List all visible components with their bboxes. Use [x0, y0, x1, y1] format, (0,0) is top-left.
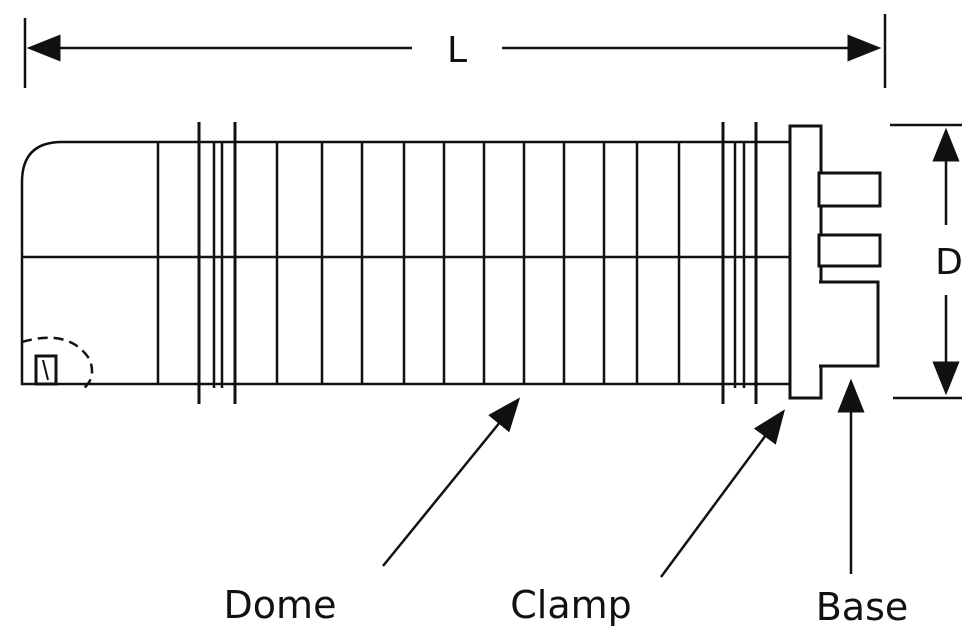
clamp-label: Clamp	[510, 583, 632, 627]
dome-ribs	[156, 142, 746, 388]
clamp-bands	[197, 122, 758, 404]
length-dimension	[23, 14, 887, 88]
valve-detail	[21, 336, 94, 389]
base-label: Base	[816, 585, 909, 629]
valve-icon-mark	[42, 359, 49, 381]
length-label: L	[447, 30, 467, 71]
dome-pointer-arrow	[382, 397, 521, 567]
base-port-middle	[817, 233, 882, 268]
diameter-dimension	[890, 123, 962, 400]
base	[788, 124, 882, 400]
pointer-arrows	[382, 378, 865, 578]
valve-icon	[34, 354, 58, 386]
base-port-large	[819, 280, 880, 368]
dome-label: Dome	[224, 583, 337, 627]
dome-outline	[20, 140, 790, 386]
base-port-top	[817, 171, 882, 208]
valve-dashed-outline	[21, 336, 94, 389]
clamp-pointer-arrow	[659, 409, 786, 578]
diameter-label: D	[935, 242, 963, 283]
base-flange	[788, 124, 823, 400]
dome-body	[20, 140, 790, 386]
